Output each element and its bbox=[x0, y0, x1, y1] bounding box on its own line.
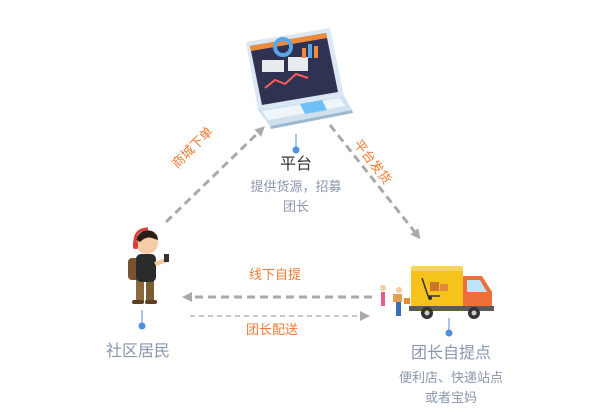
leader-desc-line2: 或者宝妈 bbox=[424, 391, 477, 406]
resident-pin bbox=[138, 310, 146, 330]
edge-label-leader-delivery: 团长配送 bbox=[246, 323, 299, 338]
leader-description: 便利店、快递站点 或者宝妈 bbox=[383, 369, 519, 409]
edge-label-offline-pickup: 线下自提 bbox=[249, 268, 302, 283]
leader-pin bbox=[445, 318, 453, 337]
platform-description: 提供货源，招募 团长 bbox=[240, 178, 352, 218]
leader-desc-line1: 便利店、快递站点 bbox=[398, 371, 503, 386]
laptop-icon bbox=[246, 28, 353, 129]
leader-title: 团长自提点 bbox=[411, 343, 492, 362]
platform-title: 平台 bbox=[280, 154, 313, 173]
arrow-platform-ship bbox=[328, 124, 421, 240]
resident-person-icon bbox=[128, 227, 169, 304]
platform-desc-line1: 提供货源，招募 bbox=[250, 180, 342, 195]
arrow-mall-order bbox=[164, 126, 265, 224]
delivery-truck-icon bbox=[380, 266, 494, 319]
platform-pin bbox=[292, 134, 300, 154]
platform-desc-line2: 团长 bbox=[282, 200, 309, 215]
resident-title: 社区居民 bbox=[106, 341, 171, 360]
